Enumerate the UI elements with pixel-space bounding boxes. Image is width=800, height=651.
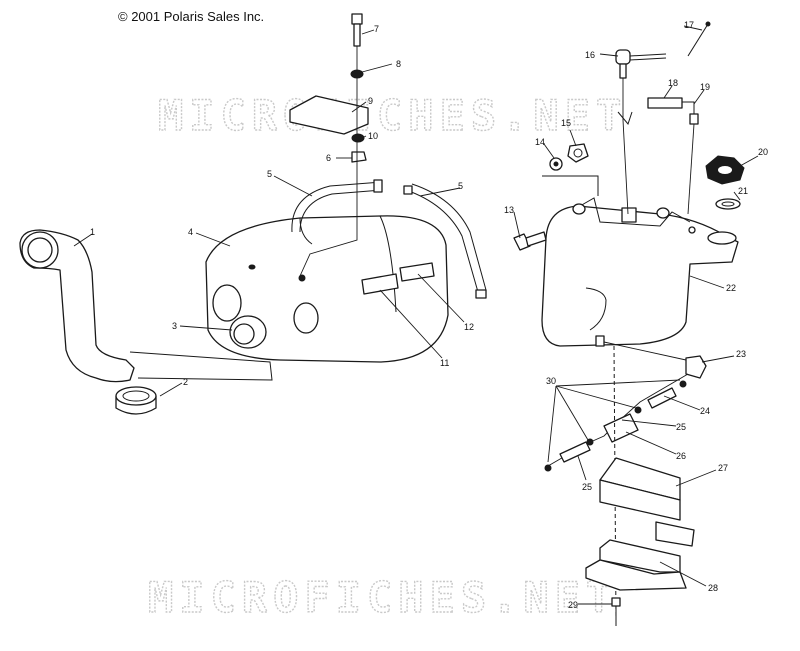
callout-25-upper: 25	[676, 422, 686, 432]
oil-tank-part-22	[541, 197, 739, 347]
callout-8: 8	[396, 59, 401, 69]
intake-elbow-part-1	[19, 229, 135, 383]
nut-part-14	[549, 157, 563, 171]
assembly-line-b	[542, 175, 599, 196]
callout-7: 7	[374, 24, 379, 34]
callout-25-lower: 25	[582, 482, 592, 492]
callout-23: 23	[736, 349, 746, 359]
copyright-notice: © 2001 Polaris Sales Inc.	[118, 9, 265, 24]
fitting-part-23	[603, 341, 707, 379]
callout-16: 16	[585, 50, 595, 60]
callout-15: 15	[561, 118, 571, 128]
hose-part-5-right	[403, 183, 487, 299]
callout-24: 24	[700, 406, 710, 416]
callout-9: 9	[368, 96, 373, 106]
callout-22: 22	[726, 283, 736, 293]
probe-part-17	[687, 21, 711, 57]
screw-part-29	[611, 597, 621, 626]
callout-1: 1	[90, 227, 95, 237]
inlet-ring-part-3	[229, 315, 267, 349]
callout-2: 2	[183, 377, 188, 387]
nut-part-15	[567, 143, 589, 163]
callout-21: 21	[738, 186, 748, 196]
watermark-bottom: MICROFICHES.NET	[148, 573, 617, 622]
callout-14: 14	[535, 137, 545, 147]
fastener-stack-parts-6-10	[289, 13, 369, 277]
hose-part-5-left	[291, 179, 383, 233]
gasket-part-21	[715, 198, 741, 210]
watermark-top: MICROFICHES.NET	[158, 91, 627, 140]
bracket-part-27	[599, 457, 681, 521]
collar-part-2	[115, 386, 157, 415]
callout-10: 10	[368, 131, 378, 141]
callout-5-right: 5	[458, 181, 463, 191]
harness-part-18	[647, 97, 695, 114]
callout-20: 20	[758, 147, 768, 157]
callout-leaders	[73, 25, 759, 605]
tube-part-19	[687, 113, 699, 215]
filler-cap-part-20	[705, 155, 745, 185]
airbox-part-4	[205, 215, 449, 363]
bolt-part-13	[513, 231, 547, 251]
hose-part-25	[559, 441, 591, 463]
decal-part-11	[361, 273, 399, 295]
bracket-part-28	[585, 521, 695, 591]
assembly-line-a	[129, 351, 273, 381]
callout-29: 29	[568, 600, 578, 610]
hose-part-24	[647, 387, 677, 409]
callout-4: 4	[188, 227, 193, 237]
callout-28: 28	[708, 583, 718, 593]
callout-26: 26	[676, 451, 686, 461]
callout-12: 12	[464, 322, 474, 332]
callout-5-left: 5	[267, 169, 272, 179]
center-line	[613, 345, 617, 621]
decal-part-12	[399, 262, 435, 282]
callout-11: 11	[440, 358, 449, 368]
callout-30: 30	[546, 376, 556, 386]
callout-19: 19	[700, 82, 710, 92]
callout-13: 13	[504, 205, 514, 215]
filter-part-26	[603, 413, 639, 443]
callout-6: 6	[326, 153, 331, 163]
callout-17: 17	[684, 20, 694, 30]
callout-27: 27	[718, 463, 728, 473]
sender-part-16	[615, 49, 667, 215]
bracket-part-9	[289, 95, 369, 135]
callout-18: 18	[668, 78, 678, 88]
callout-3: 3	[172, 321, 177, 331]
